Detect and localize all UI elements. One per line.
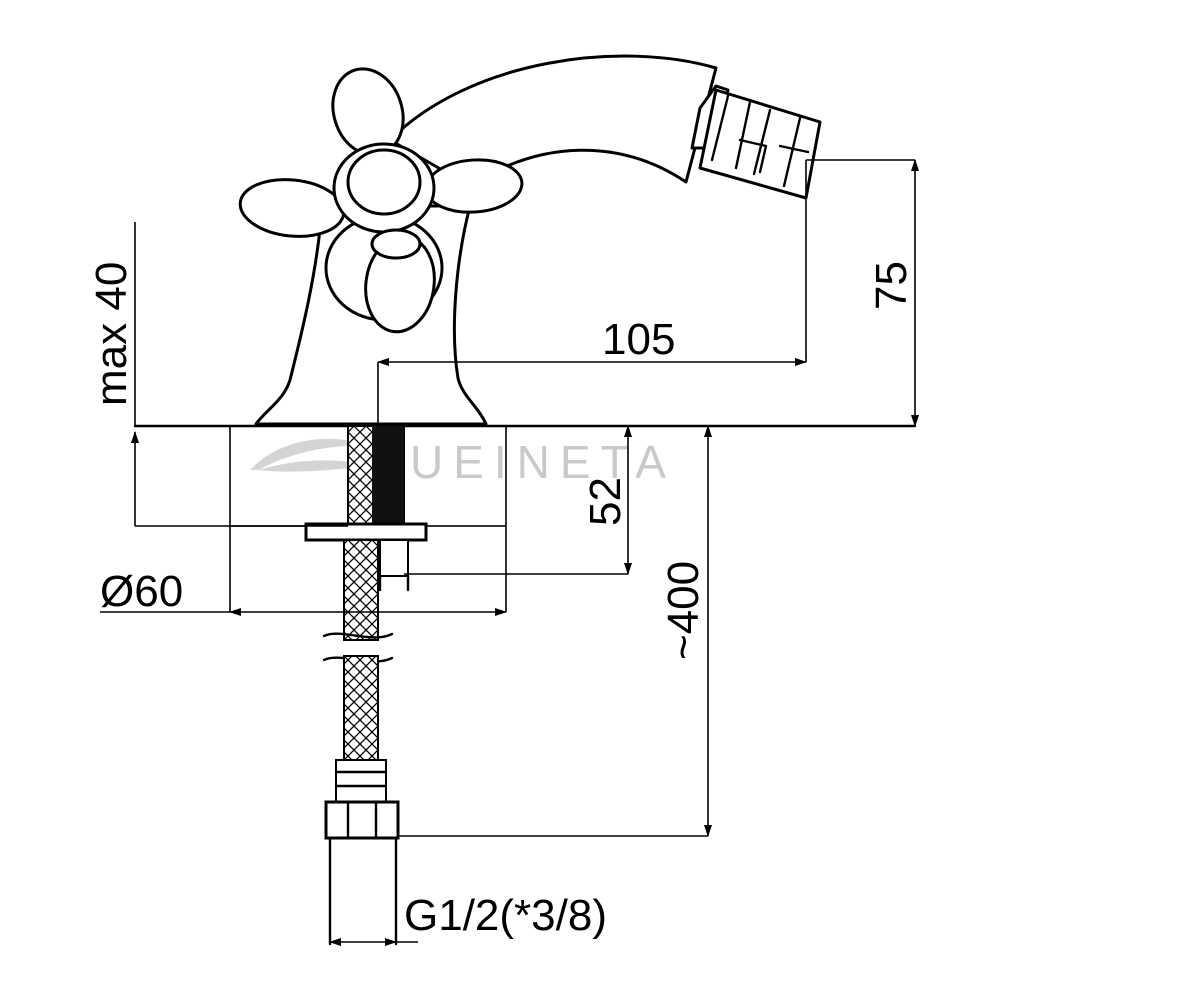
hose-break-top [322, 632, 394, 639]
shank-core [372, 426, 404, 526]
hose-ferrule [335, 759, 387, 803]
label-52: 52 [581, 477, 630, 526]
handle-cap [346, 148, 422, 216]
spout [388, 54, 718, 188]
label-75: 75 [867, 261, 916, 310]
hose-upper [343, 539, 379, 641]
flexible-hose [322, 539, 400, 946]
nozzle [690, 84, 822, 200]
watermark: UEINETA [250, 436, 676, 488]
label-max-40: max 40 [87, 262, 136, 406]
label-400: ~400 [659, 561, 708, 660]
handle-petal-left [238, 178, 346, 238]
fixing-nut [379, 539, 409, 577]
watermark-swoosh-icon [250, 438, 372, 472]
label-connection: G1/2(*3/8) [404, 891, 607, 940]
watermark-text: UEINETA [410, 436, 676, 488]
label-105: 105 [602, 315, 675, 364]
mounting-base [133, 424, 917, 592]
faucet-body [238, 54, 822, 426]
cross-handle [238, 67, 524, 334]
hose-connector-nut [324, 800, 400, 840]
dimension-lines [100, 159, 919, 946]
handle-lower-collar [370, 228, 422, 260]
label-diameter-60: Ø60 [100, 567, 183, 616]
